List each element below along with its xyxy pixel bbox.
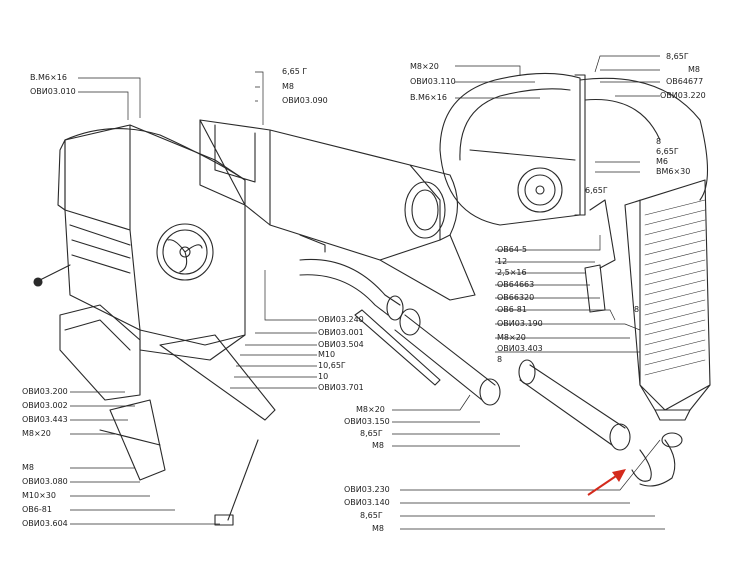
right-filter-column: [624, 179, 711, 421]
lower-grille-panel: [59, 304, 141, 401]
label-part-20: 2,5×16: [497, 268, 527, 277]
label-part-6: М8×20: [410, 62, 439, 71]
label-part-37: ОВИ03.002: [22, 401, 68, 410]
label-part-34: 10: [318, 372, 329, 381]
label-part-21: ОВ64663: [497, 280, 535, 289]
rod: [214, 439, 259, 526]
label-part-9: 8,65Г: [666, 52, 689, 61]
label-part-27: 8: [497, 355, 503, 364]
left-rotor-wheel: [156, 223, 214, 281]
label-part-51: 8,65Г: [360, 511, 383, 520]
label-part-18: ОВ64-5: [497, 245, 527, 254]
straight-tube-2: [518, 359, 631, 451]
label-part-50: ОВИ03.140: [344, 498, 390, 507]
left-fan-housing: [57, 124, 246, 361]
elbow-pipe: [631, 432, 683, 487]
curved-pipe: [299, 258, 404, 321]
label-part-10: М8: [688, 65, 700, 74]
label-part-1: В.М6×16: [30, 73, 67, 82]
label-part-48: М8: [372, 441, 384, 450]
label-part-31: ОВИ03.504: [318, 340, 364, 349]
label-part-23: ОВ6-81: [497, 305, 527, 314]
straight-tube-1: [394, 308, 501, 406]
label-part-40: М8: [22, 463, 34, 472]
label-part-49: ОВИ03.230: [344, 485, 390, 494]
filter-grille-lines: [644, 199, 706, 376]
label-part-41: ОВИ03.080: [22, 477, 68, 486]
label-part-33: 10,65Г: [318, 361, 346, 370]
label-part-8: В.М6×16: [410, 93, 447, 102]
label-part-2: ОВИ03.010: [30, 87, 76, 96]
label-part-5: ОВИ03.090: [282, 96, 328, 105]
label-part-7: ОВИ03.110: [410, 77, 456, 86]
label-part-38: ОВИ03.443: [22, 415, 68, 424]
label-part-19: 12: [497, 257, 508, 266]
upper-duct: [199, 119, 476, 301]
label-part-14: 6,65Г: [656, 147, 679, 156]
label-part-12: ОВИ03.220: [660, 91, 706, 100]
label-part-22: ОВ66320: [497, 293, 535, 302]
label-part-32: М10: [318, 350, 336, 359]
label-part-29: ОВИ03.240: [318, 315, 364, 324]
label-part-13: 8: [656, 137, 662, 146]
label-part-17: 6,65Г: [585, 186, 608, 195]
label-part-24: ОВИ03.190: [497, 319, 543, 328]
label-part-28: 8: [634, 305, 640, 314]
label-part-42: М10×30: [22, 491, 56, 500]
leader-lines: [70, 55, 665, 530]
label-part-45: М8×20: [356, 405, 385, 414]
label-part-39: М8×20: [22, 429, 51, 438]
label-part-3: 6,65 Г: [282, 67, 308, 76]
label-part-4: М8: [282, 82, 294, 91]
label-part-16: ВМ6×30: [656, 167, 691, 176]
support-bar: [354, 309, 441, 386]
small-frame: [584, 199, 616, 313]
label-part-52: М8: [372, 524, 384, 533]
lever-handle: [33, 264, 71, 287]
label-part-26: ОВИ03.403: [497, 344, 543, 353]
label-part-43: ОВ6-81: [22, 505, 52, 514]
label-part-47: 8,65Г: [360, 429, 383, 438]
label-part-25: М8×20: [497, 333, 526, 342]
label-part-44: ОВИ03.604: [22, 519, 68, 528]
right-fan-scroll: [439, 72, 709, 226]
label-part-35: ОВИ03.701: [318, 383, 364, 392]
highlight-arrow: [587, 469, 626, 496]
label-part-46: ОВИ03.150: [344, 417, 390, 426]
label-part-11: ОВ64677: [666, 77, 704, 86]
label-part-36: ОВИ03.200: [22, 387, 68, 396]
label-part-15: М6: [656, 157, 668, 166]
label-part-30: ОВИ03.001: [318, 328, 364, 337]
bracket-plate: [99, 334, 276, 481]
